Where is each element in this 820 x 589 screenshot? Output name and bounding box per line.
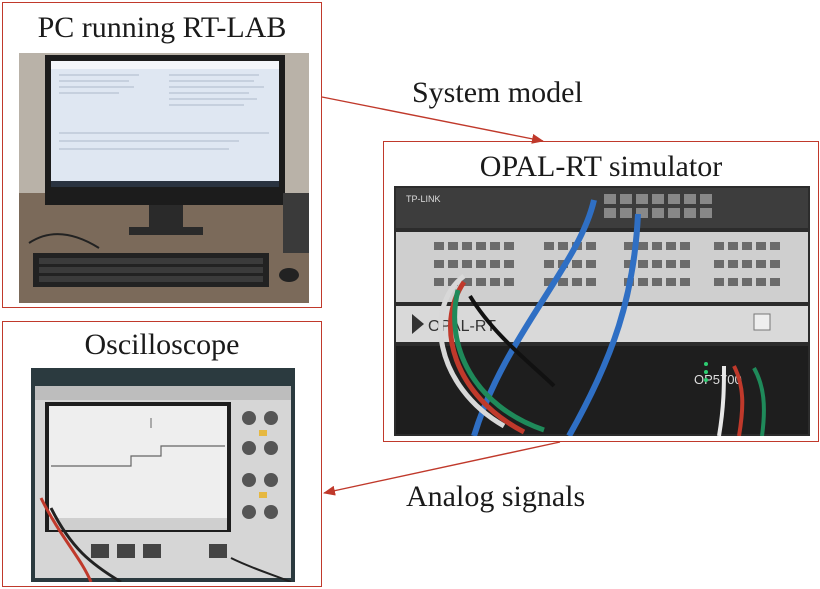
analog-signals-label: Analog signals xyxy=(406,480,586,513)
model-label: OP5700 xyxy=(694,372,742,387)
analog-signals-arrow xyxy=(323,441,561,496)
rack-brand: OPAL-RT xyxy=(428,318,496,335)
switch-brand: TP-LINK xyxy=(406,194,441,204)
pc-title: PC running RT-LAB xyxy=(37,11,287,44)
system-model-arrow xyxy=(321,96,544,144)
simulator-illustration: TP-LINK xyxy=(394,186,810,436)
scope-title: Oscilloscope xyxy=(84,328,240,361)
simulator-photo: TP-LINK xyxy=(394,186,810,436)
simulator-panel: OPAL-RT simulator TP-LINK xyxy=(383,141,819,442)
pc-illustration xyxy=(19,53,309,303)
pc-photo xyxy=(19,53,309,303)
pc-panel: PC running RT-LAB xyxy=(2,2,322,308)
scope-illustration xyxy=(31,368,295,582)
scope-panel: Oscilloscope xyxy=(2,321,322,587)
simulator-title: OPAL-RT simulator xyxy=(479,150,723,183)
system-model-label: System model xyxy=(412,76,583,109)
scope-photo xyxy=(31,368,295,582)
